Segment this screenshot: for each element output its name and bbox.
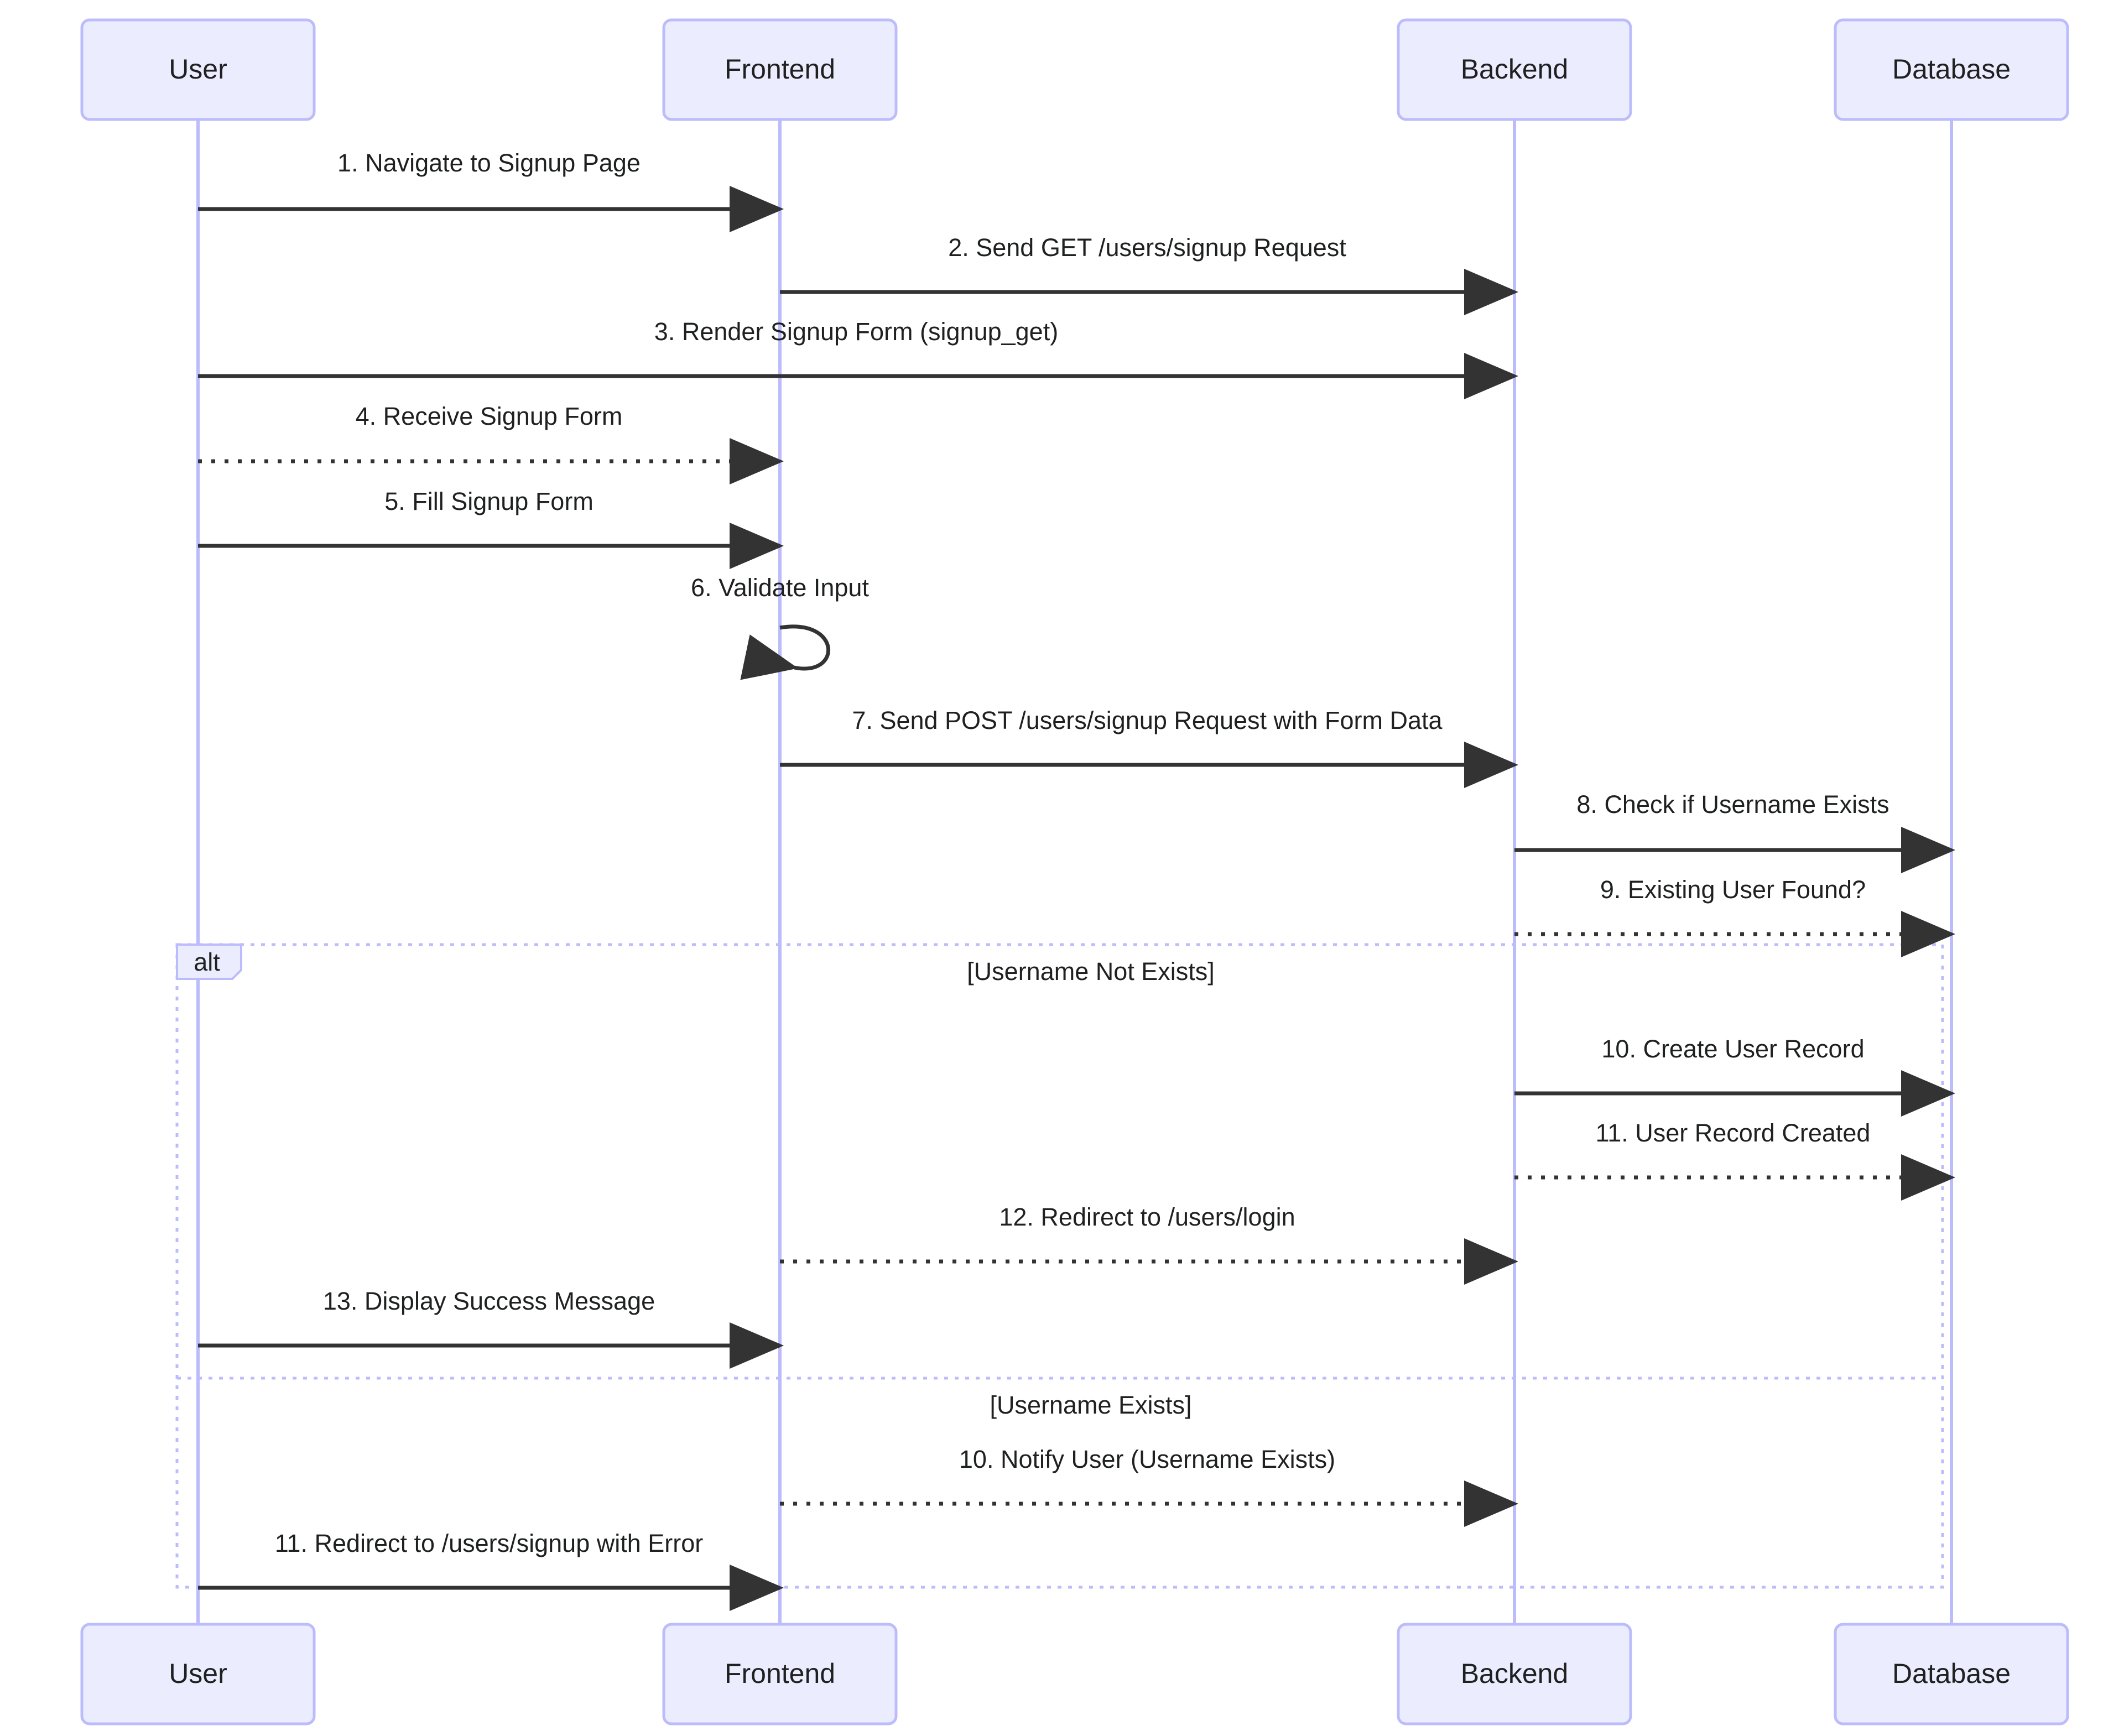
actor-label-backend: Backend <box>1461 54 1569 85</box>
message-2: 2. Send GET /users/signup Request <box>780 233 1518 315</box>
message-label-8: 8. Check if Username Exists <box>1576 790 1889 819</box>
actor-label-backend: Backend <box>1461 1658 1569 1689</box>
actor-label-user: User <box>169 54 227 85</box>
message-label-4: 4. Receive Signup Form <box>356 402 623 430</box>
message-14: 10. Notify User (Username Exists) <box>780 1445 1518 1527</box>
message-1: 1. Navigate to Signup Page <box>198 149 784 232</box>
actor-user-top[interactable]: User <box>80 18 316 121</box>
message-5: 5. Fill Signup Form <box>198 487 784 569</box>
actor-box-frontend[interactable] <box>662 1623 898 1725</box>
message-7: 7. Send POST /users/signup Request with … <box>780 706 1518 788</box>
actor-database-top[interactable]: Database <box>1834 18 2069 121</box>
actor-box-user[interactable] <box>80 1623 316 1725</box>
actor-box-user[interactable] <box>80 18 316 121</box>
message-label-5: 5. Fill Signup Form <box>384 487 594 515</box>
actor-label-frontend: Frontend <box>725 54 835 85</box>
actor-frontend-bottom[interactable]: Frontend <box>662 1623 898 1725</box>
actor-box-frontend[interactable] <box>662 18 898 121</box>
message-3: 3. Render Signup Form (signup_get) <box>198 317 1518 399</box>
actor-label-database: Database <box>1892 54 2011 85</box>
message-label-9: 9. Existing User Found? <box>1600 875 1866 904</box>
message-label-2: 2. Send GET /users/signup Request <box>948 233 1346 262</box>
actor-box-backend[interactable] <box>1397 1623 1632 1725</box>
actor-boxes-bottom: User Frontend Backend Database <box>80 1623 2069 1725</box>
message-8: 8. Check if Username Exists <box>1514 790 1955 873</box>
actor-backend-top[interactable]: Backend <box>1397 18 1632 121</box>
alt-condition-label-0: [Username Not Exists] <box>967 957 1215 986</box>
actor-box-backend[interactable] <box>1397 18 1632 121</box>
message-label-14: 10. Notify User (Username Exists) <box>959 1445 1335 1473</box>
actor-database-bottom[interactable]: Database <box>1834 1623 2069 1725</box>
alt-keyword-label: alt <box>194 948 220 976</box>
message-label-11: 11. User Record Created <box>1596 1119 1871 1147</box>
actor-box-database[interactable] <box>1834 18 2069 121</box>
actor-frontend-top[interactable]: Frontend <box>662 18 898 121</box>
message-label-1: 1. Navigate to Signup Page <box>337 149 641 177</box>
actor-label-user: User <box>169 1658 227 1689</box>
message-label-12: 12. Redirect to /users/login <box>999 1203 1295 1231</box>
message-11: 11. User Record Created <box>1514 1119 1955 1201</box>
alt-keyword-tag <box>176 943 242 980</box>
message-12: 12. Redirect to /users/login <box>780 1203 1518 1285</box>
actor-label-frontend: Frontend <box>725 1658 835 1689</box>
message-15: 11. Redirect to /users/signup with Error <box>198 1529 784 1611</box>
message-selfloop-path-6 <box>740 624 830 680</box>
actor-box-database[interactable] <box>1834 1623 2069 1725</box>
message-9: 9. Existing User Found? <box>1514 875 1955 957</box>
message-6: 6. Validate Input <box>691 574 869 680</box>
alt-block-group: alt [Username Not Exists] [Username Exists… <box>175 943 1944 1589</box>
message-label-15: 11. Redirect to /users/signup with Error <box>275 1529 704 1557</box>
messages-group: 1. Navigate to Signup Page 2. Send GET /u… <box>198 149 1955 1611</box>
actor-boxes-top: User Frontend Backend Database <box>80 18 2069 121</box>
message-4: 4. Receive Signup Form <box>198 402 784 484</box>
alt-block-frame <box>175 943 1944 1589</box>
message-10: 10. Create User Record <box>1514 1035 1955 1117</box>
actor-label-database: Database <box>1892 1658 2011 1689</box>
message-13: 13. Display Success Message <box>198 1287 784 1369</box>
alt-condition-label-1: [Username Exists] <box>990 1391 1191 1419</box>
actor-backend-bottom[interactable]: Backend <box>1397 1623 1632 1725</box>
message-label-3: 3. Render Signup Form (signup_get) <box>654 317 1058 346</box>
message-label-7: 7. Send POST /users/signup Request with … <box>852 706 1443 734</box>
message-label-10: 10. Create User Record <box>1601 1035 1864 1063</box>
message-label-13: 13. Display Success Message <box>323 1287 655 1315</box>
message-label-6: 6. Validate Input <box>691 574 869 602</box>
actor-user-bottom[interactable]: User <box>80 1623 316 1725</box>
